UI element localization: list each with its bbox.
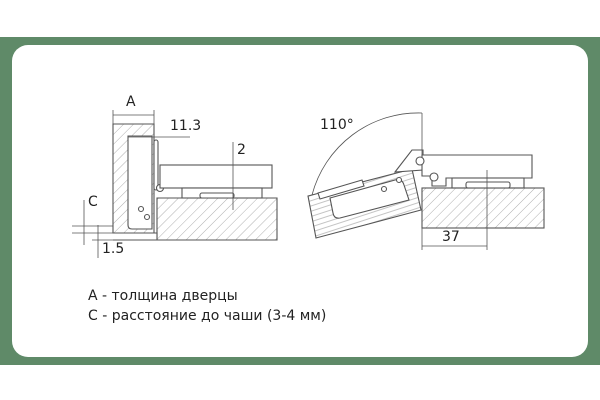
dimension-lines-right [311,112,488,250]
legend-a: A - толщина дверцы [88,288,238,304]
dim-angle-label: 110° [320,117,354,133]
door-open [307,149,424,239]
legend-c: C - расстояние до чаши (3-4 мм) [88,308,327,324]
dim-1-5-label: 1.5 [102,241,125,257]
cabinet-wall-left [113,197,278,241]
dim-c-label: C [88,194,98,210]
door-closed [112,123,165,234]
dim-2-label: 2 [237,142,246,158]
dim-37-label: 37 [442,229,460,245]
hinge-arm-closed [159,164,273,199]
dim-a-label: A [126,94,136,110]
dim-11-3-label: 11.3 [170,118,202,134]
hinge-arm-open [415,154,533,189]
cabinet-wall-right [421,187,545,229]
dimension-lines-left [72,110,234,258]
